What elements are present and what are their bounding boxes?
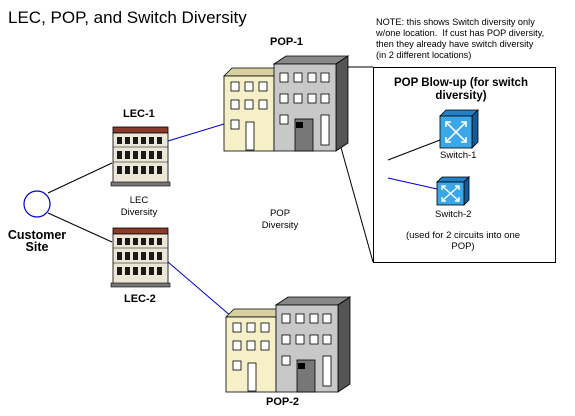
lec-diversity-label: LEC Diversity [120, 195, 158, 218]
switch2-label: Switch-2 [435, 209, 472, 220]
customer-site-label: Customer Site [7, 228, 67, 254]
lec2-building-icon [110, 227, 171, 288]
zoom-line-lower [339, 143, 374, 263]
pop2-building-icon [225, 296, 352, 393]
lec1-building-icon [110, 126, 171, 187]
diagram-title: LEC, POP, and Switch Diversity [8, 8, 247, 27]
pop1-label: POP-1 [270, 36, 304, 48]
blowup-note: (used for 2 circuits into one POP) [405, 230, 521, 252]
pop-blowup-box [373, 67, 556, 263]
switch2-icon [436, 176, 470, 206]
link-lec2-pop2 [167, 261, 233, 318]
pop2-label: POP-2 [266, 396, 300, 408]
lec2-label: LEC-2 [124, 293, 156, 305]
link-customer-lec1 [47, 162, 113, 194]
link-to-switch1 [387, 139, 441, 161]
pop-diversity-label: POP Diversity [261, 208, 299, 231]
link-customer-lec2 [47, 212, 113, 243]
switch-diversity-note: NOTE: this shows Switch diversity only w… [376, 17, 545, 60]
link-lec1-pop1 [167, 123, 225, 142]
lec1-label: LEC-1 [123, 108, 155, 120]
blowup-title: POP Blow-up (for switch diversity) [394, 77, 528, 102]
switch1-label: Switch-1 [440, 150, 477, 161]
link-to-switch2 [387, 177, 438, 190]
switch1-icon [439, 109, 479, 149]
customer-site-circle [23, 190, 51, 218]
pop1-building-icon [223, 55, 350, 152]
